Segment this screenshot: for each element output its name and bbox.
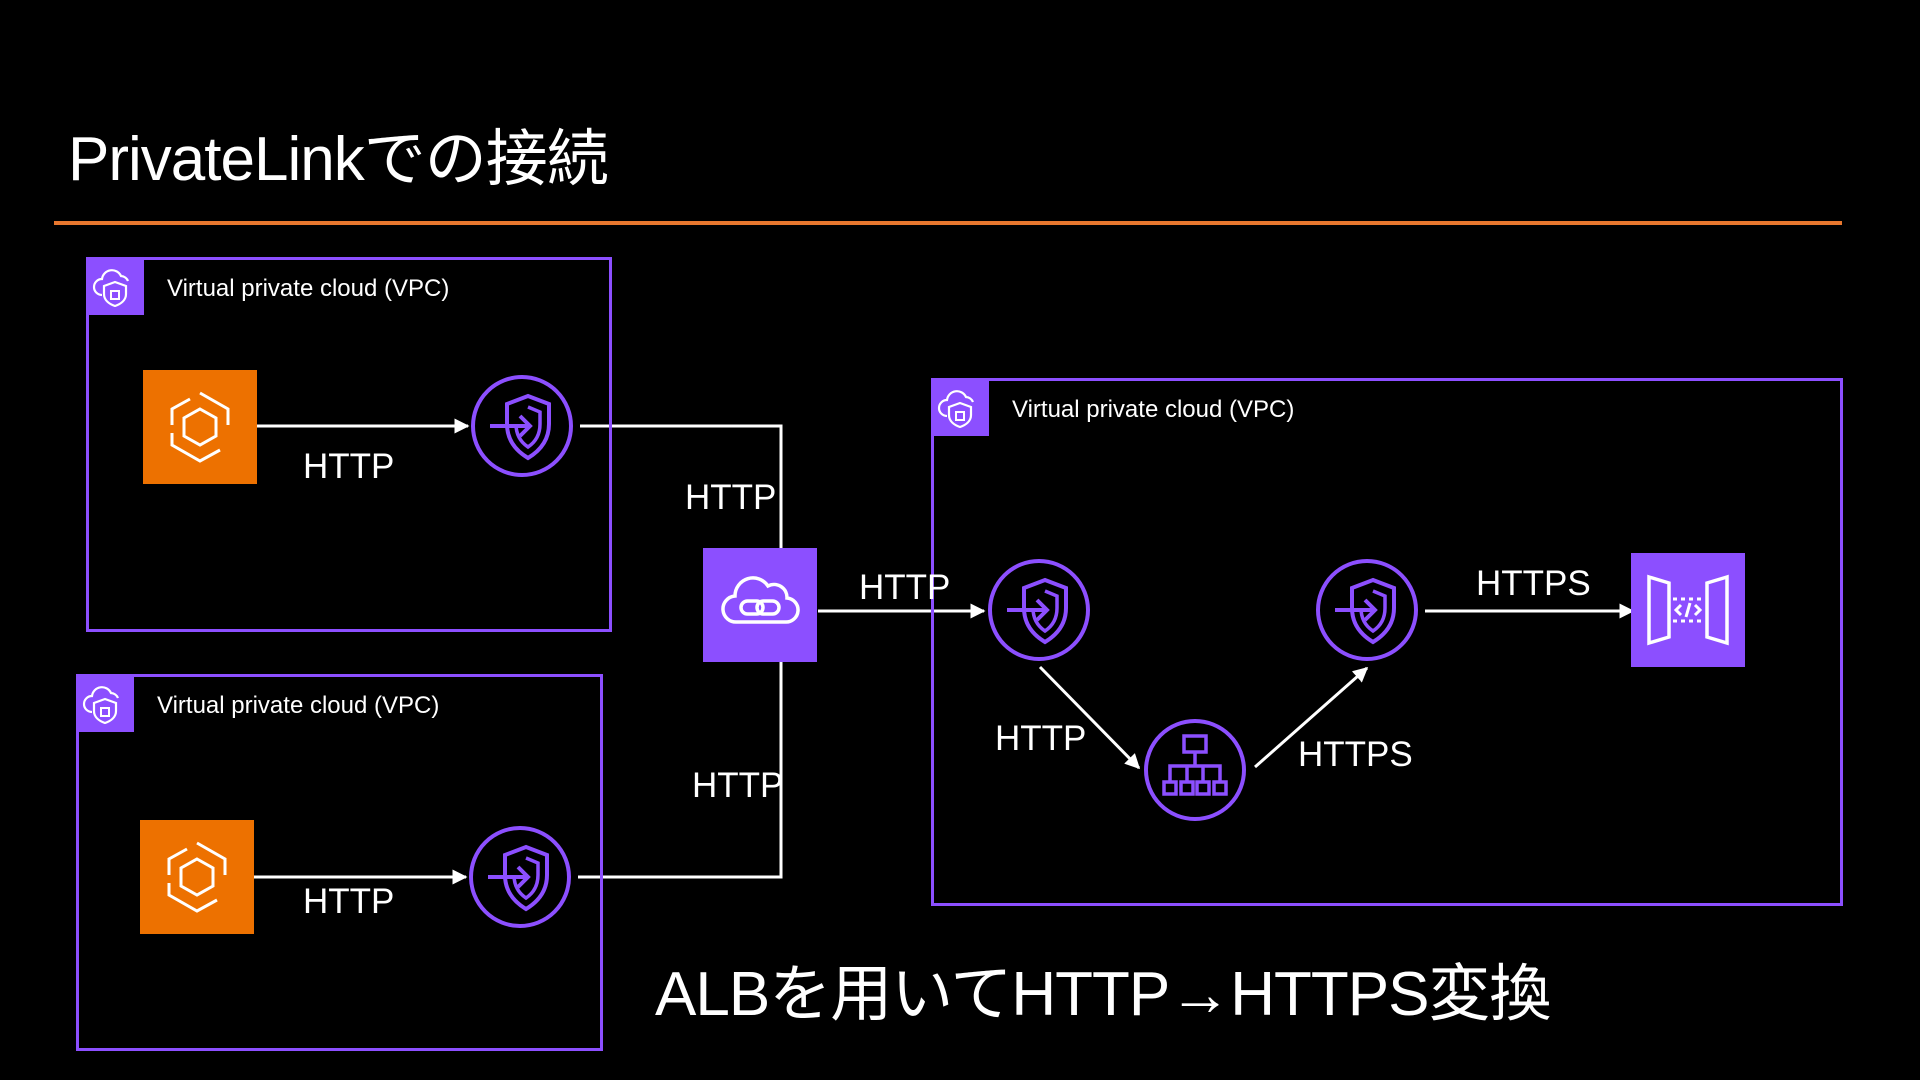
vpc-endpoint-icon <box>471 375 573 477</box>
label-endpoint-to-api: HTTPS <box>1476 564 1591 603</box>
vpc-group-3: Virtual private cloud (VPC) <box>931 378 1843 906</box>
vpc-label: Virtual private cloud (VPC) <box>167 275 450 302</box>
vpc-endpoint-icon <box>1316 559 1418 661</box>
line-vpc2-endpoint-to-privatelink <box>578 660 783 879</box>
vpc-group-1: Virtual private cloud (VPC) <box>86 257 612 632</box>
label-vpc1-ecs-to-endpoint: HTTP <box>303 447 395 486</box>
page-title: PrivateLinkでの接続 <box>68 125 609 194</box>
vpc-cloud-shield-icon <box>76 674 134 732</box>
caption: ALBを用いてHTTP→HTTPS変換 <box>655 960 1551 1029</box>
application-load-balancer-icon <box>1144 719 1246 821</box>
vpc-group-2: Virtual private cloud (VPC) <box>76 674 603 1051</box>
arrow-endpoint-to-alb <box>1038 665 1141 770</box>
label-alb-to-endpoint: HTTPS <box>1298 735 1413 774</box>
api-gateway-icon <box>1631 553 1745 667</box>
ecs-icon <box>143 370 257 484</box>
label-endpoint-to-alb: HTTP <box>995 719 1087 758</box>
vpc-label: Virtual private cloud (VPC) <box>157 692 440 719</box>
label-vpc1-to-privatelink: HTTP <box>685 478 777 517</box>
vpc-cloud-shield-icon <box>86 257 144 315</box>
vpc-cloud-shield-icon <box>931 378 989 436</box>
ecs-icon <box>140 820 254 934</box>
label-privatelink-to-endpoint: HTTP <box>859 568 951 607</box>
privatelink-cloud-icon <box>703 548 817 662</box>
arrow-alb-to-endpoint <box>1254 666 1369 769</box>
vpc-endpoint-icon <box>469 826 571 928</box>
title-divider <box>54 221 1842 225</box>
vpc-endpoint-icon <box>988 559 1090 661</box>
label-vpc2-to-privatelink: HTTP <box>692 766 784 805</box>
line-vpc1-endpoint-to-privatelink <box>580 424 783 548</box>
label-vpc2-ecs-to-endpoint: HTTP <box>303 882 395 921</box>
vpc-label: Virtual private cloud (VPC) <box>1012 396 1295 423</box>
